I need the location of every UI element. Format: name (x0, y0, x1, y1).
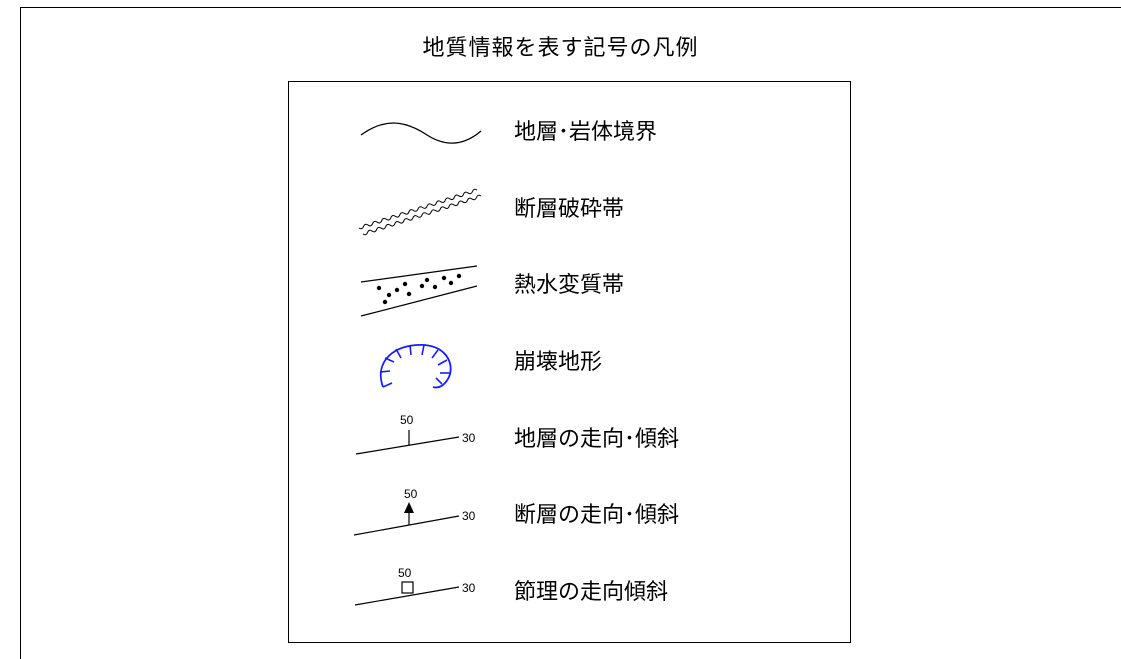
hydrothermal-dotted-band-icon (349, 250, 499, 320)
legend-box: 地層･岩体境界 断層破砕帯 熱水変質帯 (288, 81, 851, 643)
outer-frame-left-border (20, 7, 21, 659)
bedding-strike-dip-icon: 50 30 (349, 404, 499, 474)
outer-frame-top-border (20, 7, 1121, 8)
legend-label: 地層･岩体境界 (514, 120, 658, 145)
wavy-boundary-line-icon (349, 97, 499, 167)
page-title: 地質情報を表す記号の凡例 (422, 36, 699, 61)
legend-item-boundary: 地層･岩体境界 (289, 97, 850, 167)
dip-value: 50 (398, 566, 412, 580)
legend-label: 崩壊地形 (514, 350, 603, 375)
legend-label: 断層破砕帯 (514, 197, 625, 222)
fault-strike-dip-icon: 50 30 (349, 480, 499, 550)
legend-item-fault-crush-zone: 断層破砕帯 (289, 174, 850, 244)
legend-label: 熱水変質帯 (514, 273, 625, 298)
legend-item-collapse-landform: 崩壊地形 (289, 327, 850, 397)
fault-crush-zigzag-icon (349, 174, 499, 244)
legend-item-hydrothermal-zone: 熱水変質帯 (289, 250, 850, 320)
legend-item-fault-strike-dip: 50 30 断層の走向･傾斜 (289, 480, 850, 550)
strike-value: 30 (462, 581, 476, 595)
strike-value: 30 (462, 509, 476, 523)
joint-strike-dip-icon: 50 30 (349, 557, 499, 627)
dip-value: 50 (404, 487, 418, 501)
legend-item-bedding-strike-dip: 50 30 地層の走向･傾斜 (289, 404, 850, 474)
legend-label: 節理の走向傾斜 (514, 580, 669, 605)
collapse-scarp-hachure-icon (349, 327, 499, 397)
legend-label: 断層の走向･傾斜 (514, 503, 680, 528)
legend-label: 地層の走向･傾斜 (514, 427, 680, 452)
strike-value: 30 (462, 431, 476, 445)
legend-item-joint-strike-dip: 50 30 節理の走向傾斜 (289, 557, 850, 627)
dip-value: 50 (400, 413, 414, 427)
